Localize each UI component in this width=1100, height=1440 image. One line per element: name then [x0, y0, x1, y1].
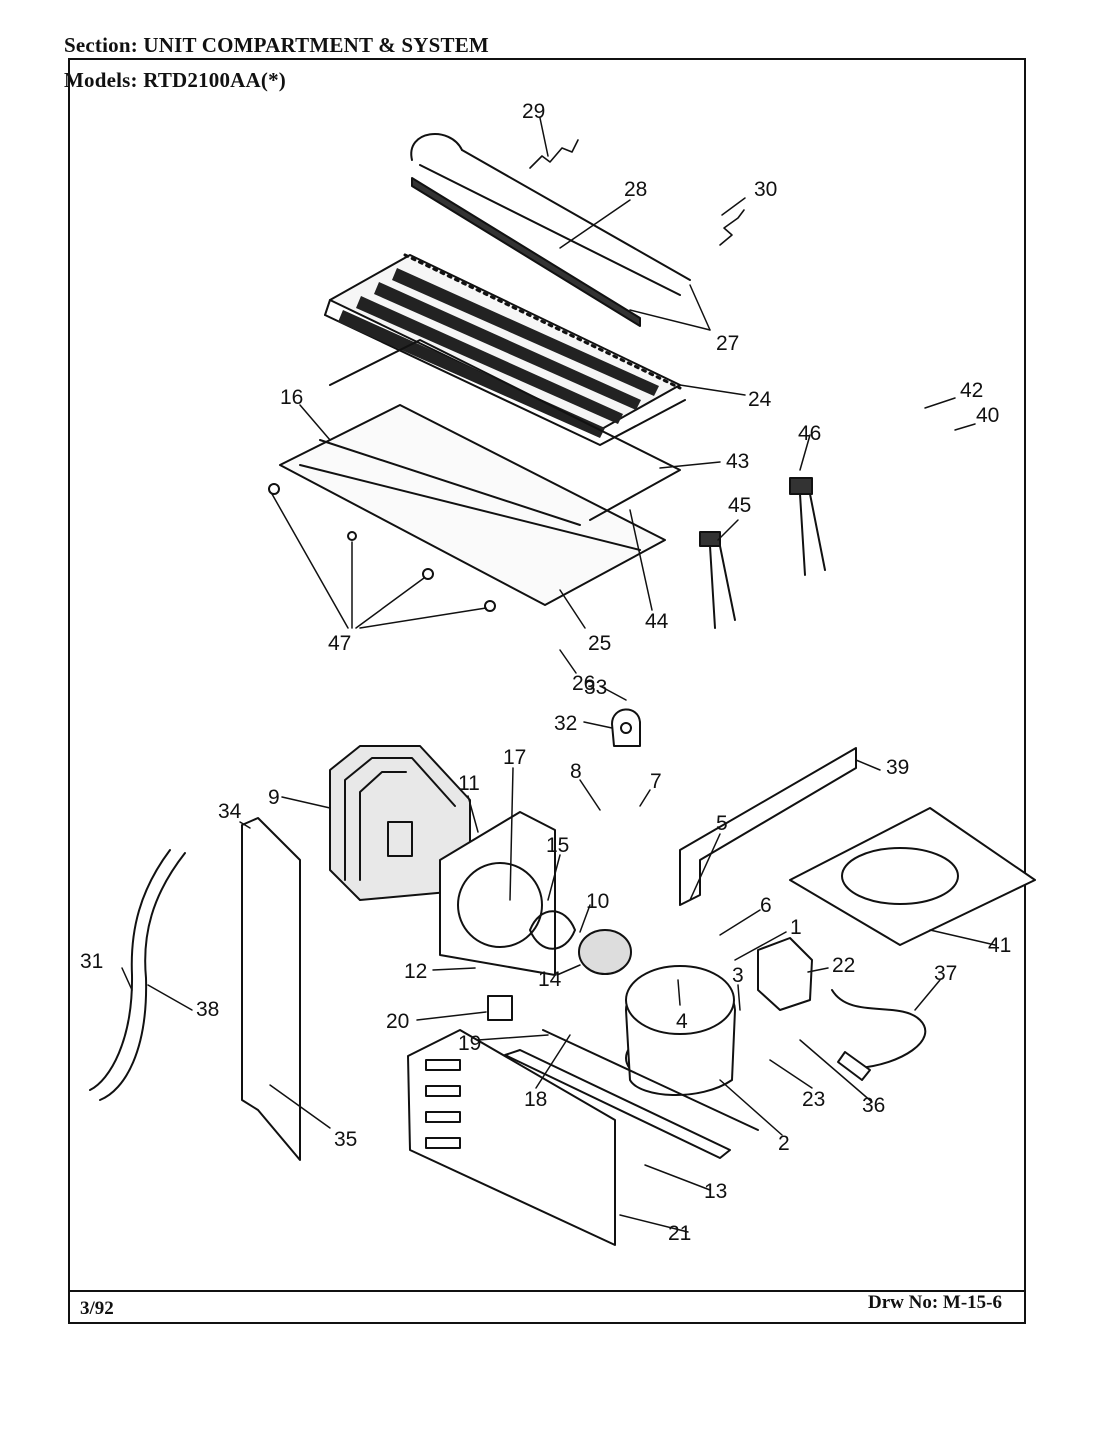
mount-clips-47 [268, 483, 496, 612]
callout-14: 14 [538, 968, 562, 991]
callout-4: 4 [676, 1010, 688, 1033]
callout-30: 30 [754, 178, 777, 201]
section-label: Section: [64, 33, 138, 57]
insulator-32-33 [611, 708, 641, 747]
callout-32: 32 [554, 712, 577, 735]
callout-41: 41 [988, 934, 1011, 957]
section-value: UNIT COMPARTMENT & SYSTEM [143, 33, 489, 57]
callout-37: 37 [934, 962, 957, 985]
callout-45: 45 [728, 494, 751, 517]
callout-35: 35 [334, 1128, 357, 1151]
start-relay-22 [757, 937, 813, 1011]
callout-15: 15 [546, 834, 569, 857]
callout-9: 9 [268, 786, 280, 809]
footer-rule [68, 1290, 1026, 1292]
callout-23: 23 [802, 1088, 825, 1111]
callout-46: 46 [798, 422, 821, 445]
models-heading: Models: RTD2100AA(*) [64, 68, 286, 93]
callout-31: 31 [80, 950, 103, 973]
baffle-39 [679, 747, 857, 906]
power-cord-37 [831, 989, 927, 1081]
callout-36: 36 [862, 1094, 885, 1117]
drawing-number: Drw No: M-15-6 [868, 1292, 1003, 1313]
drain-tray-41 [789, 807, 1036, 946]
callout-44: 44 [645, 610, 669, 633]
callout-13: 13 [704, 1180, 727, 1203]
callout-21: 21 [668, 1222, 691, 1245]
callout-40: 40 [976, 404, 999, 427]
callout-20: 20 [386, 1010, 409, 1033]
base-rail-18 [504, 1029, 759, 1159]
callout-39: 39 [886, 756, 909, 779]
access-panel-21 [407, 1029, 616, 1246]
callout-33: 33 [584, 676, 607, 699]
callout-25: 25 [588, 632, 611, 655]
callout-16: 16 [280, 386, 303, 409]
condenser-9 [329, 745, 471, 901]
callout-19: 19 [458, 1032, 481, 1055]
wire-29 [529, 139, 579, 169]
defrost-timer-46 [789, 477, 826, 576]
callout-5: 5 [716, 812, 728, 835]
heater-bar-28 [410, 133, 691, 327]
callout-47: 47 [328, 632, 351, 655]
side-panel-34 [241, 817, 301, 1161]
callout-26: 26 [572, 672, 595, 695]
tubing-31-38 [89, 849, 186, 1101]
drain-pan-16 [279, 339, 681, 606]
callout-22: 22 [832, 954, 855, 977]
callout-24: 24 [748, 388, 772, 411]
drawing-date: 3/92 [80, 1298, 114, 1319]
callout-6: 6 [760, 894, 772, 917]
callout-34: 34 [218, 800, 242, 823]
fan-shroud-11 [439, 811, 556, 976]
callout-7: 7 [650, 770, 662, 793]
fan-motor-10 [529, 910, 632, 975]
leader-lines [121, 117, 996, 1233]
drawing-frame [68, 58, 1026, 1324]
callout-42: 42 [960, 379, 983, 402]
callout-3: 3 [732, 964, 744, 987]
callout-8: 8 [570, 760, 582, 783]
wire-30 [719, 209, 745, 246]
callout-17: 17 [503, 746, 526, 769]
thermostat-45 [699, 531, 736, 629]
compressor-4 [625, 965, 736, 1097]
callout-43: 43 [726, 450, 749, 473]
callout-18: 18 [524, 1088, 547, 1111]
callout-27: 27 [716, 332, 739, 355]
evaporator-coil-24 [324, 253, 686, 446]
section-heading: Section: UNIT COMPARTMENT & SYSTEM [64, 33, 489, 58]
callout-12: 12 [404, 960, 427, 983]
callout-38: 38 [196, 998, 219, 1021]
callout-10: 10 [586, 890, 609, 913]
callout-1: 1 [790, 916, 802, 939]
callout-2: 2 [778, 1132, 790, 1155]
capacitor-20 [487, 995, 513, 1021]
callout-labels: 29 28 30 27 24 16 43 46 45 44 25 47 26 3… [80, 100, 1011, 1245]
callout-29: 29 [522, 100, 545, 123]
callout-11: 11 [458, 772, 480, 795]
callout-28: 28 [624, 178, 647, 201]
models-value: RTD2100AA(*) [143, 68, 287, 92]
models-label: Models: [64, 68, 138, 92]
